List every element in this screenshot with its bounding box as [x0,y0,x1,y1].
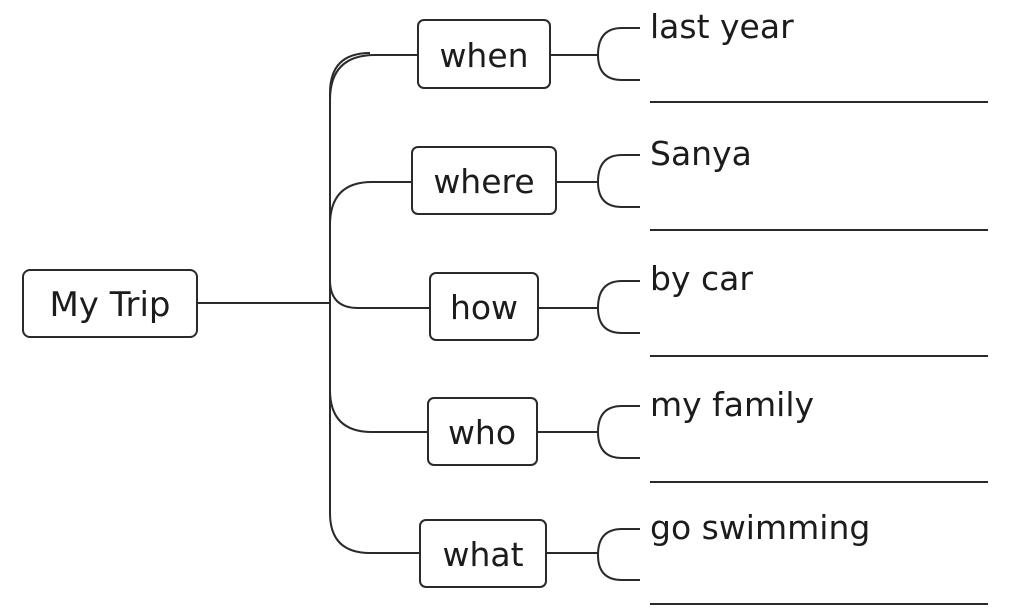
branch-connector [329,181,412,226]
answer-bracket [596,405,640,459]
question-label: where [433,162,534,201]
answer-text: my family [650,385,814,424]
branch-who: who my family [329,385,988,483]
root-label: My Trip [49,285,170,325]
root-node: My Trip [22,269,198,338]
answer-text: go swimming [650,508,870,547]
branch-when: when last year [329,7,988,103]
question-box [411,146,557,215]
answer-bracket [596,528,640,581]
answer-bracket [596,154,640,208]
answer-text: by car [650,259,753,298]
branch-how: how by car [329,259,988,357]
question-label: how [450,288,518,327]
answer-text: last year [650,7,794,46]
question-box [429,272,539,341]
question-label: who [448,413,516,452]
answer-text: Sanya [650,134,752,173]
branch-where: where Sanya [329,134,988,231]
branch-connector [329,54,418,101]
trunk-line [329,52,371,554]
answer-bracket [596,27,640,81]
branch-connector [329,389,428,433]
branch-connector [329,279,430,309]
branch-what: what go swimming [370,508,988,605]
question-label: what [442,535,523,574]
question-label: when [439,36,528,75]
answer-bracket [596,280,640,334]
